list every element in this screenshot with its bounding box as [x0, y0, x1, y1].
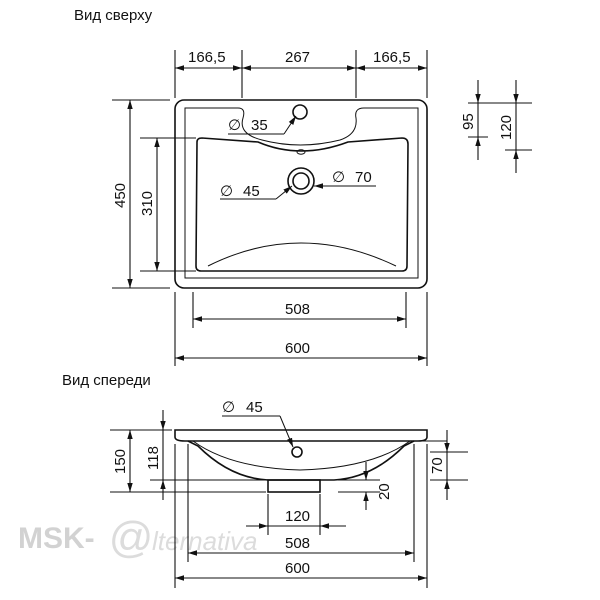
front-view-title: Вид спереди [62, 372, 151, 389]
symbol-diameter-tap: ∅ [228, 117, 241, 134]
dim-front-hole: 45 [246, 399, 263, 416]
front-diameter-leader: ∅ 45 [222, 399, 294, 448]
dim-depth-total: 450 [112, 183, 129, 208]
watermark: MSK- @ lternativa [18, 513, 258, 562]
top-outer-rim [174, 99, 428, 289]
dim-right-offset: 166,5 [373, 49, 411, 66]
dim-depth-bowl: 310 [139, 191, 156, 216]
top-drain-outer [287, 167, 315, 195]
dim-drain: 45 [243, 183, 260, 200]
dim-center-span: 267 [285, 49, 310, 66]
top-dim-row: 166,5 267 166,5 [174, 49, 428, 98]
dim-side-120: 120 [498, 115, 515, 140]
watermark-brand-left: MSK- [18, 522, 95, 555]
dim-front-total-width: 600 [285, 560, 310, 577]
top-view-sink [174, 99, 428, 289]
dim-left-offset: 166,5 [188, 49, 226, 66]
front-bottom-dims: 120 508 600 [174, 444, 428, 588]
front-right-dims: 70 20 [338, 430, 468, 510]
front-left-vertical-dims: 150 118 [110, 410, 266, 500]
symbol-diameter-front: ∅ [222, 399, 235, 416]
top-drain-inner [292, 172, 310, 190]
top-left-vertical-dims: 450 310 [112, 99, 196, 289]
symbol-diameter-overflow: ∅ [332, 169, 345, 186]
watermark-at-logo: @ [108, 513, 153, 562]
top-view-title: Вид сверху [74, 7, 153, 24]
dim-overflow: 70 [355, 169, 372, 186]
dim-front-drain-height: 20 [376, 483, 393, 500]
dim-front-height-right: 70 [429, 457, 446, 474]
top-overflow-slot [296, 149, 306, 155]
top-tap-hole [292, 104, 308, 120]
top-bottom-dims: 508 600 [174, 292, 428, 366]
top-inner-rim [184, 107, 419, 279]
front-drain-stub [267, 479, 321, 493]
dim-front-bowl-width: 508 [285, 535, 310, 552]
watermark-brand-right: lternativa [152, 526, 258, 556]
front-bowl-body [187, 440, 415, 481]
dim-front-height-bowl: 118 [145, 446, 162, 470]
dim-front-height-total: 150 [112, 449, 129, 474]
top-bowl [195, 137, 409, 272]
front-bowl-inner-curve [192, 440, 411, 471]
top-bowl-front-curve [207, 242, 397, 267]
dim-front-drain-width: 120 [285, 508, 310, 525]
front-top-slab [174, 429, 428, 442]
dim-tap-hole: 35 [251, 117, 268, 134]
dim-side-95: 95 [460, 113, 477, 130]
symbol-diameter-drain: ∅ [220, 183, 233, 200]
top-diameter-leaders: ∅ 35 ∅ 45 ∅ 70 [220, 115, 376, 200]
dim-bowl-width-top: 508 [285, 301, 310, 318]
front-hole [291, 446, 303, 458]
dim-total-width-top: 600 [285, 340, 310, 357]
front-view-sink [174, 429, 428, 493]
top-right-side-dims: 95 120 [460, 80, 532, 173]
